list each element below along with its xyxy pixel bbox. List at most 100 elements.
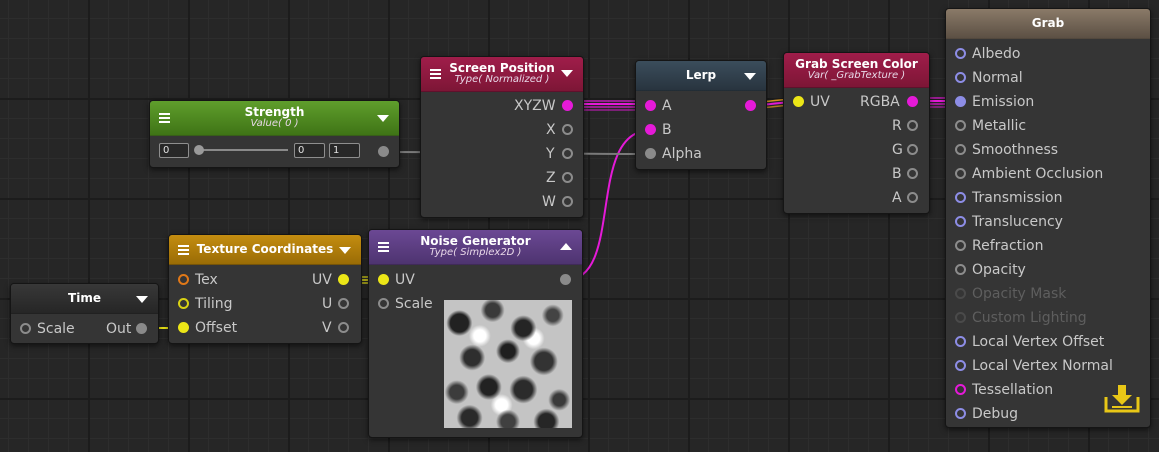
port-label-tex: Tex [195, 272, 218, 288]
collapse-arrow-icon[interactable] [561, 70, 573, 77]
port-alpha[interactable] [645, 148, 656, 159]
download-icon[interactable] [1104, 383, 1140, 413]
port-smoothness[interactable] [955, 144, 966, 155]
texture-coordinates-header[interactable]: Texture Coordinates [169, 235, 361, 265]
port-tiling[interactable] [178, 298, 189, 309]
port-emission[interactable] [955, 96, 966, 107]
port-albedo[interactable] [955, 48, 966, 59]
port-label-out: Out [106, 321, 132, 337]
node-title: Noise Generator [420, 234, 531, 248]
port-metallic[interactable] [955, 120, 966, 131]
strength-output-port[interactable] [378, 146, 389, 157]
port-b-out[interactable] [907, 168, 918, 179]
menu-icon[interactable] [178, 245, 189, 257]
port-label-b-out: B [892, 166, 902, 182]
port-tex[interactable] [178, 274, 189, 285]
port-w[interactable] [562, 196, 573, 207]
screen-position-header[interactable]: Screen Position Type( Normalized ) [421, 57, 583, 92]
port-label-opacity-mask: Opacity Mask [972, 286, 1067, 302]
port-x[interactable] [562, 124, 573, 135]
port-y[interactable] [562, 148, 573, 159]
port-normal[interactable] [955, 72, 966, 83]
port-ambient-occlusion[interactable] [955, 168, 966, 179]
port-u[interactable] [338, 298, 349, 309]
port-local-vertex-offset[interactable] [955, 336, 966, 347]
port-label-w: W [542, 194, 556, 210]
strength-node[interactable]: Strength Value( 0 ) [149, 100, 400, 168]
strength-slider-handle[interactable] [194, 145, 204, 155]
port-z[interactable] [562, 172, 573, 183]
expand-arrow-icon[interactable] [560, 243, 572, 250]
port-label-transmission: Transmission [972, 190, 1063, 206]
grab-screen-color-header[interactable]: Grab Screen Color Var( _GrabTexture ) [784, 53, 929, 88]
port-g[interactable] [907, 144, 918, 155]
port-label-rgba: RGBA [860, 94, 900, 110]
node-title: Screen Position [449, 61, 555, 75]
strength-header[interactable]: Strength Value( 0 ) [150, 101, 399, 136]
port-label-u: U [322, 296, 333, 312]
wire-noise-to-b[interactable] [565, 129, 652, 281]
time-node[interactable]: Time [10, 283, 159, 344]
noise-generator-header[interactable]: Noise Generator Type( Simplex2D ) [369, 230, 582, 265]
collapse-arrow-icon[interactable] [377, 115, 389, 122]
port-label-custom-lighting: Custom Lighting [972, 310, 1087, 326]
port-noise-uv[interactable] [378, 274, 389, 285]
port-transmission[interactable] [955, 192, 966, 203]
grab-screen-color-node[interactable]: Grab Screen Color Var( _GrabTexture ) [783, 52, 930, 214]
port-debug[interactable] [955, 408, 966, 419]
menu-icon[interactable] [378, 242, 389, 254]
node-title: Lerp [685, 68, 717, 82]
collapse-arrow-icon[interactable] [744, 73, 756, 80]
port-r[interactable] [907, 120, 918, 131]
port-uv[interactable] [793, 96, 804, 107]
port-label-emission: Emission [972, 94, 1035, 110]
port-label-v: V [322, 320, 332, 336]
port-a[interactable] [645, 100, 656, 111]
lerp-output-port[interactable] [745, 100, 756, 111]
strength-slider-track[interactable] [196, 149, 288, 151]
port-label-a-out: A [892, 190, 902, 206]
port-xyzw[interactable] [562, 100, 573, 111]
port-label-scale: Scale [395, 296, 433, 312]
port-label-translucency: Translucency [972, 214, 1063, 230]
port-tessellation[interactable] [955, 384, 966, 395]
texture-coordinates-node[interactable]: Texture Coordinates [168, 234, 362, 344]
port-b[interactable] [645, 124, 656, 135]
noise-output-port[interactable] [560, 274, 571, 285]
port-label-ambient-occlusion: Ambient Occlusion [972, 166, 1104, 182]
menu-icon[interactable] [430, 69, 441, 81]
port-refraction[interactable] [955, 240, 966, 251]
port-opacity[interactable] [955, 264, 966, 275]
strength-min-field[interactable]: 0 [159, 143, 189, 158]
port-v[interactable] [338, 322, 349, 333]
port-uv-out[interactable] [338, 274, 349, 285]
collapse-arrow-icon[interactable] [136, 296, 148, 303]
node-subtitle: Type( Simplex2D ) [429, 247, 522, 258]
port-local-vertex-normal[interactable] [955, 360, 966, 371]
port-opacity-mask[interactable] [955, 288, 966, 299]
collapse-arrow-icon[interactable] [339, 247, 351, 254]
port-label-tiling: Tiling [195, 296, 233, 312]
port-scale[interactable] [378, 298, 389, 309]
port-translucency[interactable] [955, 216, 966, 227]
port-label-tessellation: Tessellation [972, 382, 1054, 398]
node-subtitle: Type( Normalized ) [454, 74, 550, 85]
port-time-scale[interactable] [20, 323, 31, 334]
port-rgba[interactable] [907, 96, 918, 107]
grab-output-node[interactable]: Grab [945, 8, 1151, 428]
time-header[interactable]: Time [11, 284, 158, 314]
menu-icon[interactable] [159, 113, 170, 125]
port-label-noise-uv: UV [395, 272, 415, 288]
lerp-node[interactable]: Lerp [635, 60, 767, 170]
port-out[interactable] [136, 323, 147, 334]
strength-value-field[interactable]: 0 [294, 143, 325, 158]
port-a-out[interactable] [907, 192, 918, 203]
port-offset[interactable] [178, 322, 189, 333]
node-title: Grab Screen Color [795, 57, 918, 71]
strength-max-field[interactable]: 1 [329, 143, 360, 158]
port-label-debug: Debug [972, 406, 1019, 422]
grab-header[interactable]: Grab [946, 9, 1150, 39]
lerp-header[interactable]: Lerp [636, 61, 766, 91]
port-custom-lighting[interactable] [955, 312, 966, 323]
screen-position-node[interactable]: Screen Position Type( Normalized ) [420, 56, 584, 218]
